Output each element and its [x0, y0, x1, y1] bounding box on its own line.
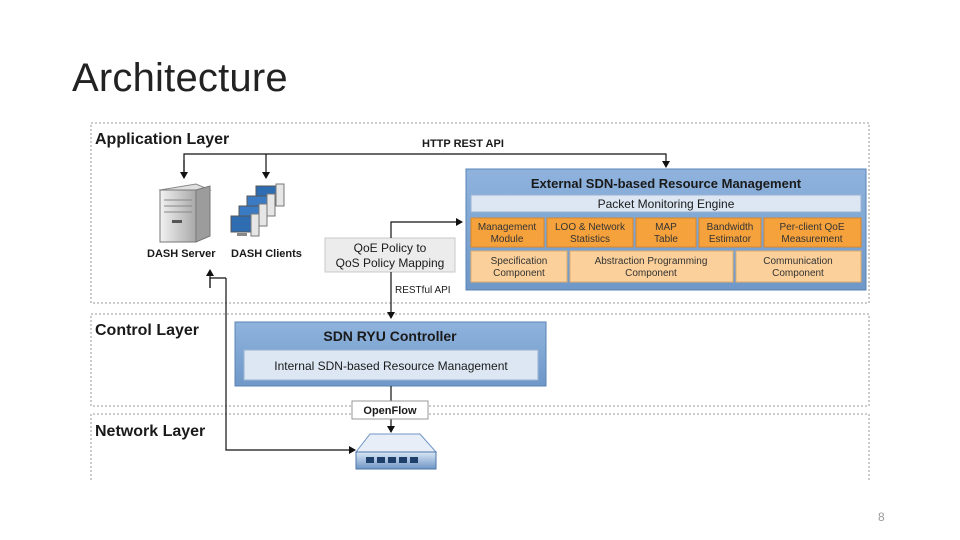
svg-text:Specification: Specification — [491, 256, 548, 267]
module-per-client-qoe: Per-client QoE Measurement — [763, 217, 862, 248]
qoe-policy-line2: QoS Policy Mapping — [336, 256, 445, 270]
dash-clients-icon — [230, 183, 285, 237]
svg-text:Per-client QoE: Per-client QoE — [779, 222, 844, 233]
control-layer-frame — [90, 313, 870, 407]
svg-text:Module: Module — [491, 234, 524, 245]
restful-arrow-up — [390, 218, 463, 238]
svg-text:Component: Component — [493, 268, 545, 279]
openflow-box — [351, 400, 429, 420]
slide-title: Architecture — [72, 56, 288, 100]
restful-api-label: RESTful API — [395, 285, 451, 296]
svg-text:Component: Component — [625, 268, 677, 279]
module-bandwidth-estimator: Bandwidth Estimator — [698, 217, 762, 248]
svg-text:Component: Component — [772, 268, 824, 279]
dash-to-switch-line — [225, 278, 356, 454]
svg-text:Statistics: Statistics — [570, 234, 610, 245]
network-layer-label: Network Layer — [95, 423, 205, 440]
application-layer-frame — [90, 122, 870, 304]
component-specification: Specification Component — [470, 250, 568, 283]
module-management: Management Module — [470, 217, 545, 248]
svg-text:Communication: Communication — [763, 256, 832, 267]
qoe-policy-line1: QoE Policy to — [354, 241, 427, 255]
packet-monitoring-engine-label: Packet Monitoring Engine — [598, 197, 735, 211]
dash-server-down-line — [209, 277, 226, 288]
dash-clients-label: DASH Clients — [231, 248, 302, 260]
svg-text:Abstraction Programming: Abstraction Programming — [595, 256, 708, 267]
svg-text:Measurement: Measurement — [781, 234, 842, 245]
component-communication: Communication Component — [735, 250, 862, 283]
application-layer-label: Application Layer — [95, 131, 229, 148]
component-abstraction-programming: Abstraction Programming Component — [569, 250, 734, 283]
openflow-label: OpenFlow — [363, 405, 417, 417]
module-loo-network-statistics: LOO & Network Statistics — [546, 217, 634, 248]
dash-server-label: DASH Server — [147, 248, 216, 260]
dash-server-icon — [158, 183, 212, 243]
internal-sdn-box — [243, 349, 539, 381]
internal-sdn-label: Internal SDN-based Resource Management — [274, 359, 508, 373]
page-number: 8 — [878, 510, 885, 524]
network-switch-icon — [354, 433, 438, 470]
external-sdn-title: External SDN-based Resource Management — [531, 176, 802, 191]
svg-text:Estimator: Estimator — [709, 234, 752, 245]
module-map-table: MAP Table — [635, 217, 697, 248]
svg-text:LOO & Network: LOO & Network — [555, 222, 626, 233]
svg-text:Bandwidth: Bandwidth — [707, 222, 754, 233]
sdn-ryu-controller-title: SDN RYU Controller — [323, 328, 457, 344]
network-layer-frame — [90, 413, 870, 480]
packet-monitoring-engine — [470, 194, 862, 213]
svg-text:Table: Table — [654, 234, 678, 245]
svg-text:Management: Management — [478, 222, 537, 233]
control-layer-label: Control Layer — [95, 322, 199, 339]
qoe-policy-box — [324, 237, 456, 273]
http-rest-api-label: HTTP REST API — [422, 138, 504, 150]
svg-text:MAP: MAP — [655, 222, 677, 233]
